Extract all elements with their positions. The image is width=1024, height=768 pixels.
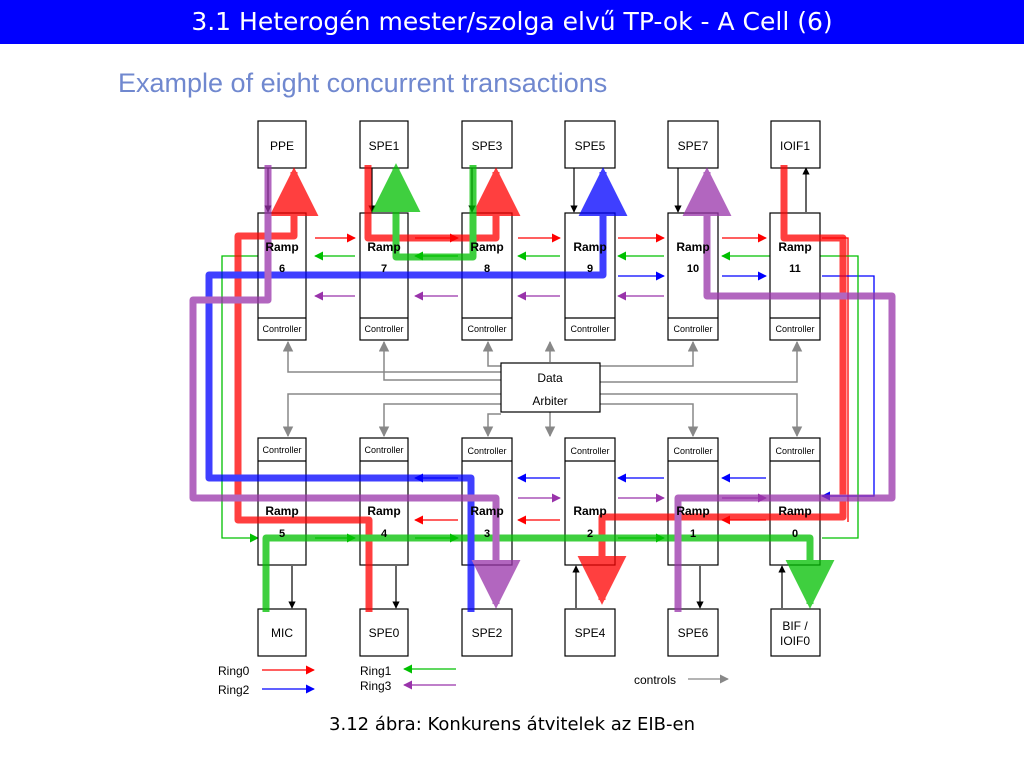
unit-box	[359, 120, 409, 169]
unit-box	[770, 608, 821, 657]
unit-box	[667, 120, 719, 169]
ramp-number-6: 6	[279, 263, 285, 275]
top-ramp-labels: Ramp Ramp Ramp Ramp Ramp Ramp 6 7 8 9 10…	[262, 240, 814, 334]
ramp-label: Ramp	[778, 504, 811, 518]
control-lines	[282, 340, 803, 438]
transaction-paths	[189, 163, 896, 612]
top-unit-labels: PPE SPE1 SPE3 SPE5 SPE7 IOIF1	[270, 139, 810, 153]
data-arbiter-box	[500, 362, 601, 413]
slide-title: 3.1 Heterogén mester/szolga elvű TP-ok -…	[191, 7, 833, 36]
ramp-label: Ramp	[265, 240, 298, 254]
controller-label: Controller	[775, 446, 814, 456]
ramp-label: Ramp	[367, 240, 400, 254]
ramp-number-8: 8	[484, 263, 490, 275]
controller-label: Controller	[673, 446, 712, 456]
bottom-unit-boxes	[257, 608, 821, 657]
unit-label-spe7: SPE7	[678, 139, 709, 153]
unit-box	[257, 120, 307, 169]
bottom-unit-labels: MIC SPE0 SPE2 SPE4 SPE6 BIF / IOIF0	[271, 619, 810, 648]
ramp-number-11: 11	[789, 263, 801, 275]
ramp-number-4: 4	[381, 528, 388, 540]
arbiter-label-arbiter: Arbiter	[532, 394, 567, 408]
transaction-spe3-spe1	[371, 163, 477, 261]
transaction-mic-bif	[262, 534, 835, 612]
legend-controls-label: controls	[634, 673, 676, 687]
transaction-spe1-spe3	[364, 165, 521, 242]
ramp-label: Ramp	[367, 504, 400, 518]
ramp-number-0: 0	[792, 528, 798, 540]
title-bar	[0, 0, 1024, 44]
legend-ring2-label: Ring2	[218, 683, 250, 697]
ramp-number-5: 5	[279, 528, 285, 540]
controller-label: Controller	[364, 445, 403, 455]
ramp-label: Ramp	[470, 504, 503, 518]
unit-box	[770, 120, 821, 169]
legend-ring0-label: Ring0	[218, 664, 250, 678]
unit-label-spe0: SPE0	[369, 626, 400, 640]
ramp-box	[564, 437, 616, 566]
top-unit-boxes	[257, 120, 821, 169]
controller-label: Controller	[570, 446, 609, 456]
unit-box	[461, 608, 513, 657]
unit-box	[667, 608, 719, 657]
transaction-spe6-spe7	[674, 167, 896, 612]
ramp-number-10: 10	[687, 263, 699, 275]
unit-label-ppe: PPE	[270, 139, 294, 153]
ramp-label: Ramp	[676, 504, 709, 518]
controller-label: Controller	[467, 446, 506, 456]
ramp-number-1: 1	[690, 528, 696, 540]
controller-label: Controller	[262, 445, 301, 455]
diagram-subtitle: Example of eight concurrent transactions	[118, 68, 608, 98]
unit-box	[461, 120, 513, 169]
legend-ring1-label: Ring1	[360, 664, 392, 678]
controller-label: Controller	[775, 324, 814, 334]
ramp-label: Ramp	[573, 240, 606, 254]
ramp-number-3: 3	[484, 528, 490, 540]
unit-label-spe4: SPE4	[575, 626, 606, 640]
unit-label-spe6: SPE6	[678, 626, 709, 640]
arbiter-label-data: Data	[537, 371, 563, 385]
unit-box	[257, 608, 307, 657]
controller-label: Controller	[673, 324, 712, 334]
unit-label-spe1: SPE1	[369, 139, 400, 153]
ramp-number-2: 2	[587, 528, 593, 540]
unit-box	[359, 608, 409, 657]
controller-label: Controller	[262, 324, 301, 334]
unit-label-mic: MIC	[271, 626, 293, 640]
unit-label-spe3: SPE3	[472, 139, 503, 153]
transaction-ioif1-spe4	[577, 165, 847, 605]
bottom-ramp-labels: Controller Controller Controller Control…	[262, 445, 814, 540]
controller-label: Controller	[467, 324, 506, 334]
ramp-label: Ramp	[265, 504, 298, 518]
unit-label-ioif0: IOIF0	[780, 634, 810, 648]
legend: Ring0 Ring2 Ring1 Ring3 controls	[218, 664, 729, 697]
controller-label: Controller	[364, 324, 403, 334]
legend-ring3-label: Ring3	[360, 679, 392, 693]
ramp-label: Ramp	[676, 240, 709, 254]
ramp-label: Ramp	[573, 504, 606, 518]
unit-box	[564, 608, 616, 657]
ramp-label: Ramp	[470, 240, 503, 254]
ramp-number-9: 9	[587, 263, 593, 275]
figure-caption: 3.12 ábra: Konkurens átvitelek az EIB-en	[329, 714, 695, 735]
controller-label: Controller	[570, 324, 609, 334]
unit-box	[564, 120, 616, 169]
ramp-box	[769, 212, 821, 341]
ramp-label: Ramp	[778, 240, 811, 254]
unit-label-spe2: SPE2	[472, 626, 503, 640]
unit-label-bif: BIF /	[782, 619, 808, 633]
unit-label-spe5: SPE5	[575, 139, 606, 153]
transaction-ppe-spe2	[189, 165, 521, 609]
unit-label-ioif1: IOIF1	[780, 139, 810, 153]
ramp-number-7: 7	[381, 263, 387, 275]
